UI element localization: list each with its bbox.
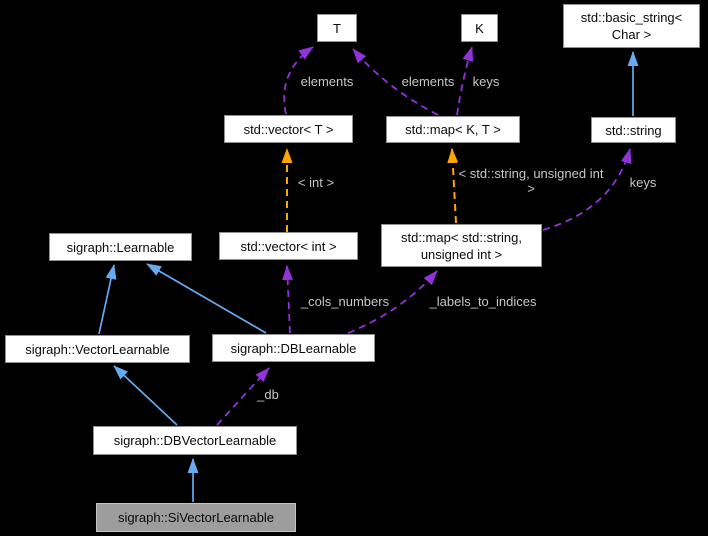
node-template-param-k[interactable]: K <box>461 14 498 42</box>
edge-dblearnable-to-learnable <box>146 263 267 334</box>
edge-dbvectorlearnable-db-to-dblearnable <box>216 367 270 426</box>
edge-vectorlearnable-to-learnable <box>98 264 117 335</box>
node-std-map-string-uint[interactable]: std::map< std::string, unsigned int > <box>381 224 542 267</box>
node-sigraph-vectorlearnable[interactable]: sigraph::VectorLearnable <box>5 335 190 363</box>
edge-vector-t-elements-to-t <box>283 46 314 115</box>
edge-map-kt-elements-to-t <box>352 48 439 116</box>
edge-map-keys-to-string <box>542 148 632 231</box>
node-std-map-kt[interactable]: std::map< K, T > <box>386 116 520 143</box>
node-sigraph-dbvectorlearnable[interactable]: sigraph::DBVectorLearnable <box>93 426 297 455</box>
node-std-vector-t[interactable]: std::vector< T > <box>224 115 353 143</box>
node-sigraph-learnable[interactable]: sigraph::Learnable <box>49 233 192 261</box>
edge-dbvectorlearnable-to-vectorlearnable <box>113 365 178 426</box>
node-template-param-t[interactable]: T <box>317 14 357 42</box>
node-sigraph-sivectorlearnable-focus[interactable]: sigraph::SiVectorLearnable <box>96 503 296 532</box>
edge-map-kt-keys-to-k <box>456 46 474 116</box>
edge-dblearnable-colsnumbers-to-vector-int <box>282 265 294 334</box>
edge-map-su-instantiates-map-kt <box>447 148 459 224</box>
node-std-basic-string[interactable]: std::basic_string< Char > <box>563 4 700 48</box>
edge-dblearnable-labelstoindices-to-map <box>347 270 438 334</box>
node-std-vector-int[interactable]: std::vector< int > <box>219 232 358 260</box>
node-std-string[interactable]: std::string <box>591 117 676 143</box>
node-sigraph-dblearnable[interactable]: sigraph::DBLearnable <box>212 334 375 362</box>
